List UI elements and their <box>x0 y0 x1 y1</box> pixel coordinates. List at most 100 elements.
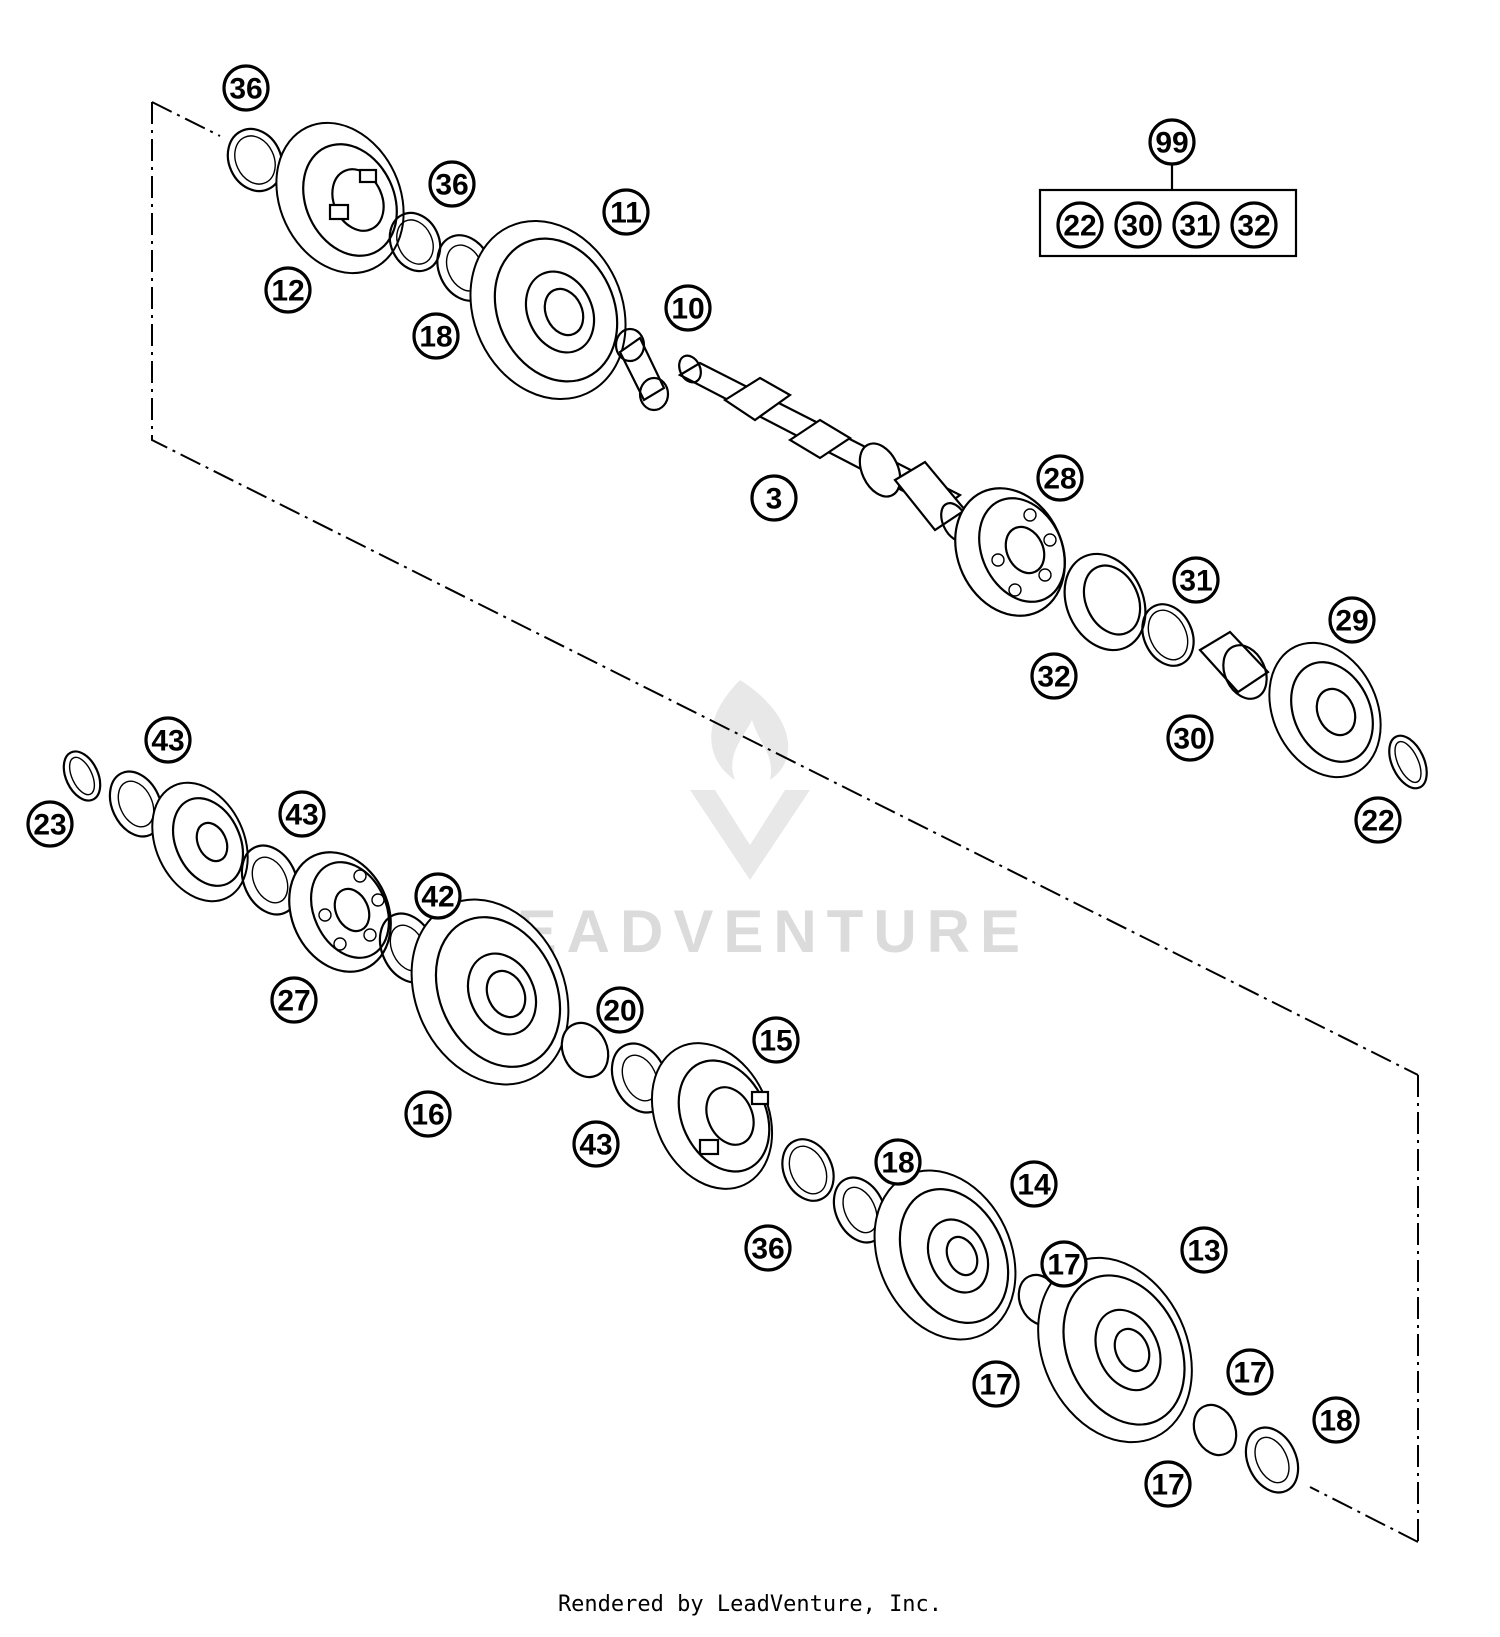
callout-17-d[interactable]: 17 <box>1144 1460 1192 1508</box>
watermark-text: LEADVENTURE <box>470 898 1030 965</box>
callout-18-upper-label: 18 <box>419 321 452 354</box>
callout-99[interactable]: 99 <box>1148 118 1196 166</box>
svg-text:32: 32 <box>1237 210 1270 243</box>
callout-29[interactable]: 29 <box>1328 596 1376 644</box>
callout-17-b-label: 17 <box>979 1369 1012 1402</box>
seal-32 <box>1063 552 1147 652</box>
callout-13[interactable]: 13 <box>1180 1226 1228 1274</box>
callout-32-label: 32 <box>1037 661 1070 694</box>
callout-36-upper[interactable]: 36 <box>428 160 476 208</box>
callout-10-label: 10 <box>671 293 704 326</box>
callout-43-a[interactable]: 43 <box>144 716 192 764</box>
callout-14[interactable]: 14 <box>1010 1160 1058 1208</box>
circlip-23 <box>62 750 102 802</box>
callout-11[interactable]: 11 <box>602 188 650 236</box>
callout-17-a[interactable]: 17 <box>1040 1240 1088 1288</box>
lower-shaft-assembly <box>62 750 1300 1494</box>
svg-text:30: 30 <box>1121 210 1154 243</box>
circlip-36-top <box>226 127 284 193</box>
callout-22-label: 22 <box>1361 805 1394 838</box>
svg-text:99: 99 <box>1155 127 1188 160</box>
callout-29-label: 29 <box>1335 605 1368 638</box>
callout-12-label: 12 <box>271 275 304 308</box>
gear-small-lower <box>151 781 249 903</box>
callout-17-b[interactable]: 17 <box>972 1360 1020 1408</box>
callout-16[interactable]: 16 <box>404 1090 452 1138</box>
callout-28-label: 28 <box>1043 463 1076 496</box>
kit-item-31[interactable]: 31 <box>1172 201 1220 249</box>
kit-item-32[interactable]: 32 <box>1230 201 1278 249</box>
callout-15-label: 15 <box>759 1025 792 1058</box>
callout-31-label: 31 <box>1179 565 1212 598</box>
flame-logo-icon <box>711 680 789 780</box>
callout-3[interactable]: 3 <box>750 474 798 522</box>
circlip-22 <box>1388 734 1428 790</box>
callout-43-b[interactable]: 43 <box>278 790 326 838</box>
callout-18-upper[interactable]: 18 <box>412 312 460 360</box>
gear-16 <box>410 898 570 1086</box>
callout-12[interactable]: 12 <box>264 266 312 314</box>
callout-18-mid[interactable]: 18 <box>874 1138 922 1186</box>
kit-item-30[interactable]: 30 <box>1114 201 1162 249</box>
callout-18-mid-label: 18 <box>881 1147 914 1180</box>
svg-text:22: 22 <box>1063 210 1096 243</box>
callout-32[interactable]: 32 <box>1030 652 1078 700</box>
callout-43-a-label: 43 <box>151 725 184 758</box>
shaft-3 <box>677 354 970 542</box>
callout-17-a-label: 17 <box>1047 1249 1080 1282</box>
callout-10[interactable]: 10 <box>664 284 712 332</box>
callout-16-label: 16 <box>411 1099 444 1132</box>
callout-30[interactable]: 30 <box>1166 714 1214 762</box>
kit-item-22[interactable]: 22 <box>1056 201 1104 249</box>
washer-43-a <box>108 770 164 838</box>
callout-36-upper-label: 36 <box>435 169 468 202</box>
callout-18-lower-label: 18 <box>1319 1405 1352 1438</box>
needle-bearing-20 <box>560 1021 610 1079</box>
callout-17-c-label: 17 <box>1233 1357 1266 1390</box>
v-logo-icon <box>690 790 810 880</box>
callout-28[interactable]: 28 <box>1036 454 1084 502</box>
callout-22[interactable]: 22 <box>1354 796 1402 844</box>
callout-42[interactable]: 42 <box>414 872 462 920</box>
gear-12 <box>275 121 405 275</box>
gear-13 <box>1037 1256 1193 1444</box>
callout-20-label: 20 <box>603 995 636 1028</box>
callout-42-label: 42 <box>421 881 454 914</box>
callout-17-d-label: 17 <box>1151 1469 1184 1502</box>
callout-20[interactable]: 20 <box>596 986 644 1034</box>
callout-17-c[interactable]: 17 <box>1226 1348 1274 1396</box>
render-credit: Rendered by LeadVenture, Inc. <box>557 1592 943 1617</box>
upper-shaft-assembly <box>226 121 1428 790</box>
callout-23[interactable]: 23 <box>26 800 74 848</box>
bearing-27 <box>288 851 392 973</box>
part-callouts: 36 12 36 18 11 10 3 28 31 32 29 30 22 43 23 43 42 27 20 16 1… <box>26 64 1402 1508</box>
bearing-28 <box>954 487 1066 617</box>
callout-27[interactable]: 27 <box>270 976 318 1024</box>
callout-43-c-label: 43 <box>579 1129 612 1162</box>
callout-31[interactable]: 31 <box>1172 556 1220 604</box>
callout-15[interactable]: 15 <box>752 1016 800 1064</box>
bushing-10 <box>614 327 670 412</box>
callout-43-c[interactable]: 43 <box>572 1120 620 1168</box>
svg-text:31: 31 <box>1179 210 1212 243</box>
callout-36-top[interactable]: 36 <box>222 64 270 112</box>
gear-15 <box>650 1042 774 1190</box>
callout-36-lower[interactable]: 36 <box>744 1224 792 1272</box>
washer-43-b <box>240 844 300 916</box>
callout-3-label: 3 <box>766 483 783 516</box>
callout-11-label: 11 <box>610 197 642 230</box>
gear-14 <box>873 1169 1017 1341</box>
callout-13-label: 13 <box>1187 1235 1220 1268</box>
callout-43-b-label: 43 <box>285 799 318 832</box>
spacer-30 <box>1198 630 1270 700</box>
circlip-36-lower <box>781 1138 835 1202</box>
callout-36-top-label: 36 <box>229 73 262 106</box>
callout-27-label: 27 <box>277 985 310 1018</box>
kit-99: 99 22 30 31 32 <box>1038 118 1298 258</box>
callout-30-label: 30 <box>1173 723 1206 756</box>
callout-23-label: 23 <box>33 809 66 842</box>
oring-31 <box>1141 603 1195 667</box>
callout-18-lower[interactable]: 18 <box>1312 1396 1360 1444</box>
watermark: LEADVENTURE <box>470 680 1030 965</box>
